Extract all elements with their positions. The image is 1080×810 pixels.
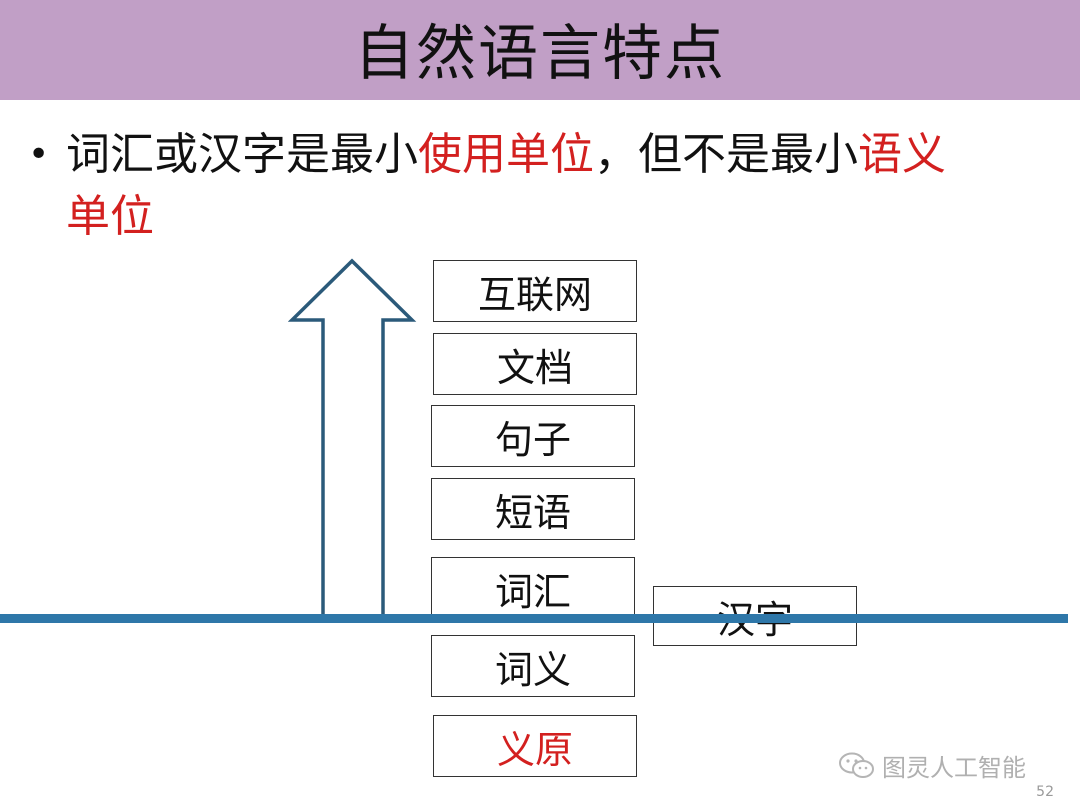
bullet-text-part1: 词汇或汉字是最小: [66, 129, 418, 180]
up-arrow-icon: [288, 258, 417, 618]
bullet-dot: •: [28, 134, 50, 175]
slide-title: 自然语言特点: [354, 18, 726, 89]
stack-box-document: 文档: [433, 333, 637, 395]
bullet-highlight-usage-unit: 使用单位: [418, 129, 594, 180]
watermark: 图灵人工智能: [838, 748, 1026, 783]
stack-box-word-sense: 词义: [431, 635, 635, 697]
page-number: 52: [1036, 784, 1054, 800]
stack-box-word: 词汇: [431, 557, 635, 619]
watermark-text: 图灵人工智能: [882, 754, 1026, 782]
stack-box-internet: 互联网: [433, 260, 637, 322]
stack-box-sentence: 句子: [431, 405, 635, 467]
bullet-highlight-unit: 单位: [66, 191, 154, 242]
title-bar: 自然语言特点: [0, 0, 1080, 100]
wechat-icon: [839, 752, 874, 778]
stack-box-phrase: 短语: [431, 478, 635, 540]
stack-box-sememe: 义原: [433, 715, 637, 777]
bullet-highlight-semantic: 语义: [858, 129, 946, 180]
bullet-text-part2: ，但不是最小: [594, 129, 858, 180]
bullet-text: 词汇或汉字是最小使用单位，但不是最小语义单位: [66, 124, 1046, 248]
baseline-line: [0, 614, 1068, 623]
